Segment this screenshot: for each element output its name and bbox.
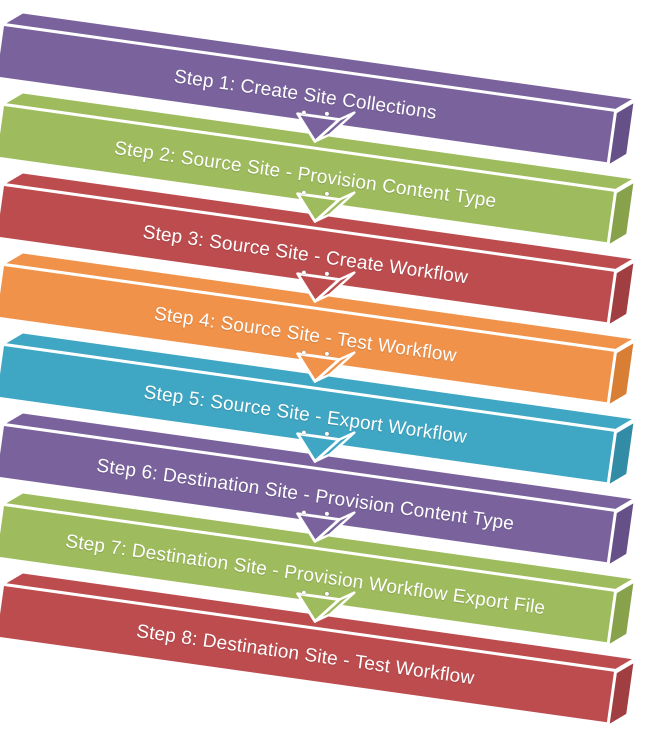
step-bar-shape (0, 13, 634, 164)
arrow-hinge-dot-right (324, 591, 330, 597)
step-bar-top-face (6, 173, 632, 269)
step-bar-end-cap (609, 663, 634, 724)
step-bar-shape (0, 253, 634, 404)
arrow-hinge-dot-right (324, 351, 330, 357)
arrow-hinge-dot-right (324, 271, 330, 277)
step-bar-front-face (0, 266, 615, 403)
step-bar-top-face (6, 93, 632, 189)
down-arrow-front-face (296, 512, 341, 543)
step-bar-shape (0, 93, 634, 244)
step-bar-top-face (6, 253, 632, 349)
step-bar-shape (0, 173, 634, 324)
step-bar-front-face (0, 106, 615, 243)
down-arrow-icon (296, 510, 356, 543)
step-bar-top-face (6, 413, 632, 509)
arrow-hinge-dot-left (301, 110, 307, 116)
down-arrow-front-face (296, 432, 341, 463)
step-bar-end-cap (609, 103, 634, 164)
down-arrow-front-face (296, 192, 341, 223)
step-bar-shape (0, 413, 634, 564)
arrow-hinge-dot-left (301, 190, 307, 196)
step-bar-front-face (0, 186, 615, 323)
step-bar-shape (0, 573, 634, 724)
step-bar-end-cap (609, 343, 634, 404)
step-bar-top-face (6, 13, 632, 109)
down-arrow-icon (296, 350, 356, 383)
arrow-hinge-dot-left (301, 270, 307, 276)
down-arrow-icon (296, 430, 356, 463)
arrow-hinge-dot-right (324, 111, 330, 117)
step-bar-top-face (6, 493, 632, 589)
arrow-hinge-dot-right (324, 191, 330, 197)
down-arrow-icon (296, 590, 356, 623)
down-arrow-front-face (296, 592, 341, 623)
step-bar-front-face (0, 506, 615, 643)
down-arrow-icon (296, 110, 356, 143)
step-bar-top-face (6, 573, 632, 669)
arrow-hinge-dot-right (324, 511, 330, 517)
step-bar-front-face (0, 426, 615, 563)
step-bar-front-face (0, 346, 615, 483)
step-bar-end-cap (609, 583, 634, 644)
arrow-hinge-dot-left (301, 590, 307, 596)
step-bar-end-cap (609, 423, 634, 484)
down-arrow-front-face (296, 352, 341, 383)
step-bar-shape (0, 493, 634, 644)
down-arrow-front-face (296, 112, 341, 143)
step-bar-end-cap (609, 503, 634, 564)
step-bar-end-cap (609, 183, 634, 244)
arrow-hinge-dot-left (301, 430, 307, 436)
step-bar-front-face (0, 26, 615, 163)
arrow-hinge-dot-left (301, 350, 307, 356)
arrow-hinge-dot-left (301, 510, 307, 516)
down-arrow-icon (296, 190, 356, 223)
step-bar-shape (0, 333, 634, 484)
down-arrow-icon (296, 270, 356, 303)
step-bar-end-cap (609, 263, 634, 324)
step-bar-top-face (6, 333, 632, 429)
down-arrow-front-face (296, 272, 341, 303)
step-bar-front-face (0, 586, 615, 723)
arrow-hinge-dot-right (324, 431, 330, 437)
